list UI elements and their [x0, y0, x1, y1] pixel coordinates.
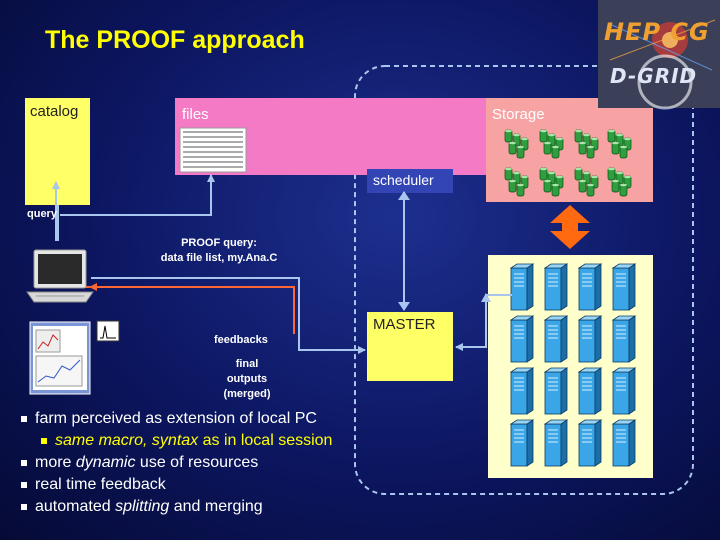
master-arrowhead — [398, 302, 410, 311]
worker-node-icon — [577, 367, 603, 415]
master-label: MASTER — [373, 316, 436, 333]
sub-bullet-item: same macro, syntax as in local session — [20, 430, 332, 452]
workers-arrowhead — [481, 293, 491, 302]
proof-query-line1: PROOF query: — [181, 237, 257, 249]
bullet-text: and merging — [169, 498, 263, 515]
query-label: query — [27, 208, 57, 220]
worker-node-icon — [611, 263, 637, 311]
worker-node-icon — [543, 263, 569, 311]
storage-label: Storage — [492, 106, 545, 123]
disk-stack-icon — [607, 167, 632, 197]
worker-node-icon — [577, 419, 603, 467]
worker-node-icon — [543, 315, 569, 363]
worker-nodes — [509, 263, 637, 467]
final-outputs-label: final outputs (merged) — [212, 357, 282, 402]
bullet-text: use of resources — [135, 454, 259, 471]
scheduler-arrowhead — [398, 191, 410, 200]
disk-stack-icon — [539, 129, 564, 159]
disk-stack-icon — [504, 167, 529, 197]
master-box — [367, 312, 453, 381]
scheduler-box — [367, 169, 453, 193]
logo-line1: HEP CG — [604, 18, 710, 46]
bullet-emphasis: dynamic — [75, 454, 136, 471]
bullet-text: real time feedback — [35, 476, 166, 493]
worker-node-icon — [577, 315, 603, 363]
bullet-item: farm perceived as extension of local PC — [20, 408, 332, 430]
worker-node-icon — [509, 367, 535, 415]
bullet-text: as in local session — [198, 432, 333, 449]
query-to-master-arrow — [91, 277, 366, 354]
bullet-emphasis: splitting — [115, 498, 170, 515]
bullet-item: real time feedback — [20, 474, 332, 496]
bullet-text: automated — [35, 498, 116, 515]
bullet-text: more — [35, 454, 76, 471]
farm-boundary — [354, 65, 694, 495]
worker-node-icon — [577, 263, 603, 311]
feedback-window — [29, 321, 91, 395]
files-arrow — [60, 174, 215, 216]
bullet-list: farm perceived as extension of local PC … — [20, 408, 332, 518]
disk-stack-icon — [574, 129, 599, 159]
storage-disks — [504, 129, 632, 197]
disk-stack-icon — [607, 129, 632, 159]
worker-node-icon — [509, 315, 535, 363]
bullet-item: more dynamic use of resources — [20, 452, 332, 474]
logo: HEP CG D-GRID — [598, 0, 720, 108]
final-line2: outputs — [226, 373, 268, 385]
feedbacks-label: feedbacks — [214, 334, 268, 346]
final-line1: final — [235, 358, 259, 370]
laptop-icon — [26, 249, 94, 303]
bullet-item: automated splitting and merging — [20, 496, 332, 518]
worker-node-icon — [611, 419, 637, 467]
worker-node-icon — [543, 367, 569, 415]
histogram-icon — [96, 320, 120, 342]
bullet-emphasis: same macro, syntax — [55, 432, 199, 449]
proof-query-line2: data file list, my.Ana.C — [160, 252, 278, 264]
proof-query-label: PROOF query: data file list, my.Ana.C — [144, 236, 294, 266]
worker-node-icon — [543, 419, 569, 467]
file-list-icon — [179, 127, 247, 173]
bullet-text: farm perceived as extension of local PC — [35, 410, 317, 427]
disk-stack-icon — [574, 167, 599, 197]
disk-stack-icon — [504, 129, 529, 159]
worker-node-icon — [509, 263, 535, 311]
scheduler-label: scheduler — [373, 172, 434, 188]
storage-farm-double-arrow — [550, 205, 590, 249]
final-line3: (merged) — [223, 388, 271, 400]
files-label: files — [182, 106, 209, 123]
catalog-label: catalog — [30, 103, 79, 120]
worker-node-icon — [611, 367, 637, 415]
disk-stack-icon — [539, 167, 564, 197]
master-to-workers-arrow — [455, 294, 512, 351]
hep-cg-logo — [598, 0, 720, 110]
slide-title: The PROOF approach — [45, 26, 305, 54]
worker-node-icon — [611, 315, 637, 363]
logo-line2: D-GRID — [610, 64, 698, 88]
worker-node-icon — [509, 419, 535, 467]
